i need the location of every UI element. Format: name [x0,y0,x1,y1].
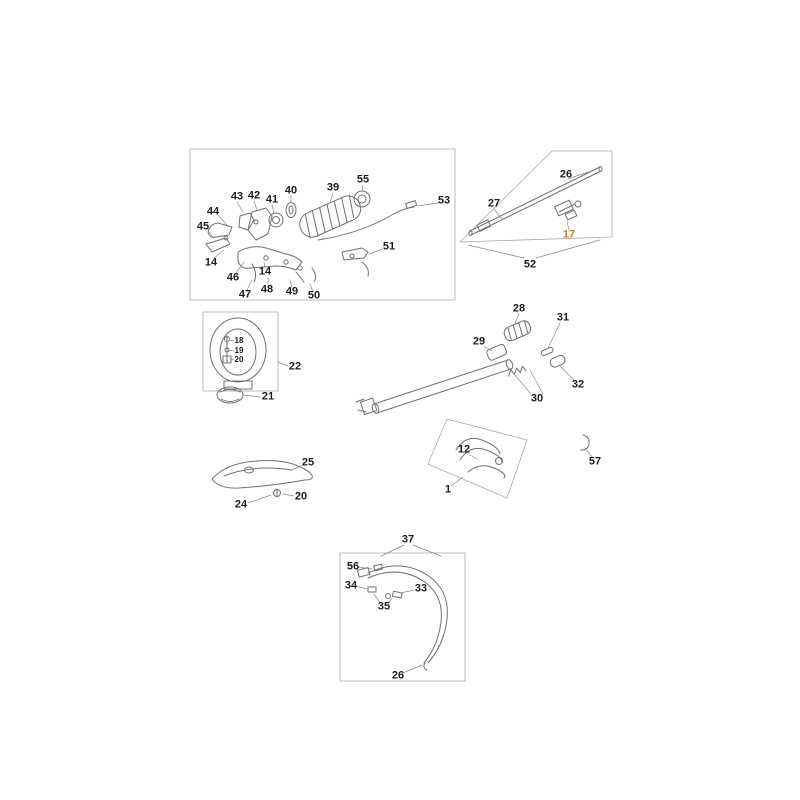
part-label-20-a: 20 [234,355,244,364]
shaft-box-group [459,150,613,259]
part-32-sleeve [549,354,566,368]
part-46-50-trigger [237,246,317,283]
leader-lines-a [207,184,439,293]
part-label-48: 48 [260,283,274,296]
part-label-49: 49 [285,285,299,298]
part-label-19: 19 [234,346,244,355]
part-label-42: 42 [247,189,261,202]
part-label-20-b: 20 [294,490,308,503]
part-17-hardware [554,199,582,221]
leader-lines-d [483,313,575,395]
part-label-30: 30 [530,392,544,405]
cable-box-group [339,544,466,682]
part-30-tube [355,359,514,416]
part-24-bolt [273,488,281,498]
part-label-26-a: 26 [559,168,573,181]
part-28-cylinder [503,320,532,342]
part-label-27: 27 [487,197,501,210]
part-31-pin [540,346,554,357]
part-label-22: 22 [288,360,302,373]
part-label-43: 43 [230,190,244,203]
leader-lines-e [247,465,302,504]
part-label-45: 45 [196,220,210,233]
part-label-28: 28 [512,302,526,315]
part-39-grip [299,194,362,239]
part-label-32: 32 [571,378,585,391]
part-26-rod [468,166,603,236]
part-label-37: 37 [401,533,415,546]
part-label-53: 53 [437,194,451,207]
leader-lines-c [228,339,289,398]
part-label-33: 33 [414,582,428,595]
part-label-51: 51 [382,240,396,253]
part-label-14-b: 14 [258,265,272,278]
assembly-52-bracket [467,239,601,259]
part-label-31: 31 [556,311,570,324]
part-29-coupling [486,343,508,361]
part-label-35: 35 [377,600,391,613]
part-label-29: 29 [472,335,486,348]
part-label-41: 41 [265,193,279,206]
bracket-box-group [427,418,528,499]
part-57-hook [580,434,593,458]
part-44-45-levers [205,222,233,253]
part-label-52: 52 [523,258,537,271]
loop-handle-group [202,311,289,404]
part-label-55: 55 [356,173,370,186]
part-label-34: 34 [344,579,358,592]
part-label-47: 47 [238,288,252,301]
guard-group [211,460,313,504]
part-label-14-a: 14 [204,256,218,269]
part-41-43-housing [238,207,284,241]
throttle-assembly-group [189,148,456,301]
part-label-26-b: 26 [391,669,405,682]
part-53-cable [317,206,415,241]
leader-lines-b [493,171,589,231]
part-label-57: 57 [588,455,602,468]
part-label-18: 18 [234,336,244,345]
part-51-lever [341,247,369,277]
part-label-1: 1 [444,483,452,496]
part-label-21: 21 [261,390,275,403]
part-label-56: 56 [346,560,360,573]
assembly-37-bracket [380,544,442,557]
part-label-12: 12 [457,443,471,456]
part-label-39: 39 [326,181,340,194]
part-21-clamp [216,386,244,404]
part-53-end [405,200,418,209]
part-label-44: 44 [206,205,220,218]
part-40-washer [285,202,297,218]
part-label-25: 25 [301,456,315,469]
part-spring [508,365,527,377]
part-label-46: 46 [226,271,240,284]
part-label-40: 40 [284,184,298,197]
part-label-24: 24 [234,498,248,511]
leader-lines-f [355,566,423,674]
transmission-group [355,313,575,416]
part-label-17-highlighted: 17 [562,228,576,241]
part-label-50: 50 [307,289,321,302]
